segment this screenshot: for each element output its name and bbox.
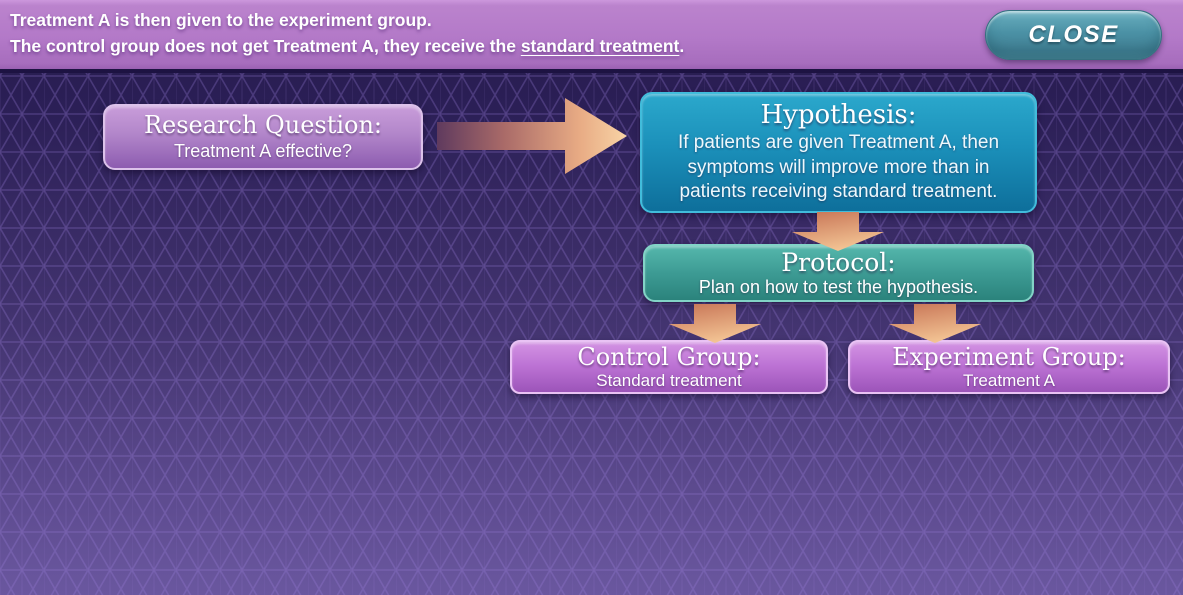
instruction-text: Treatment A is then given to the experim… (10, 7, 684, 59)
flow-arrow-down-icon (889, 304, 981, 343)
close-button[interactable]: CLOSE (985, 10, 1162, 60)
protocol-title: Protocol: (781, 248, 896, 277)
flow-arrow-down-icon (792, 212, 884, 251)
flow-arrow-down-icon (669, 304, 761, 343)
research-question-title: Research Question: (143, 111, 383, 139)
control-group-body: Standard treatment (596, 371, 742, 390)
control-group-box: Control Group: Standard treatment (510, 340, 828, 394)
control-group-title: Control Group: (577, 343, 761, 371)
instruction-banner: Treatment A is then given to the experim… (0, 0, 1183, 73)
protocol-body: Plan on how to test the hypothesis. (698, 277, 979, 297)
instruction-line-1: Treatment A is then given to the experim… (10, 10, 432, 30)
hypothesis-body: If patients are given Treatment A, then … (677, 132, 1000, 202)
research-question-body: Treatment A effective? (173, 141, 353, 161)
hypothesis-box: Hypothesis: If patients are given Treatm… (640, 92, 1037, 213)
protocol-box: Protocol: Plan on how to test the hypoth… (643, 244, 1034, 302)
experiment-group-box: Experiment Group: Treatment A (848, 340, 1170, 394)
instruction-line-2: The control group does not get Treatment… (10, 33, 684, 59)
flow-arrow-right-icon (437, 98, 627, 174)
standard-treatment-link[interactable]: standard treatment (520, 36, 680, 56)
instruction-line-2-suffix: . (679, 36, 685, 56)
hypothesis-title: Hypothesis: (760, 100, 917, 130)
instruction-line-2-prefix: The control group does not get Treatment… (10, 36, 521, 56)
experiment-group-body: Treatment A (963, 371, 1055, 390)
experiment-group-title: Experiment Group: (892, 343, 1126, 371)
research-question-box: Research Question: Treatment A effective… (103, 104, 423, 170)
